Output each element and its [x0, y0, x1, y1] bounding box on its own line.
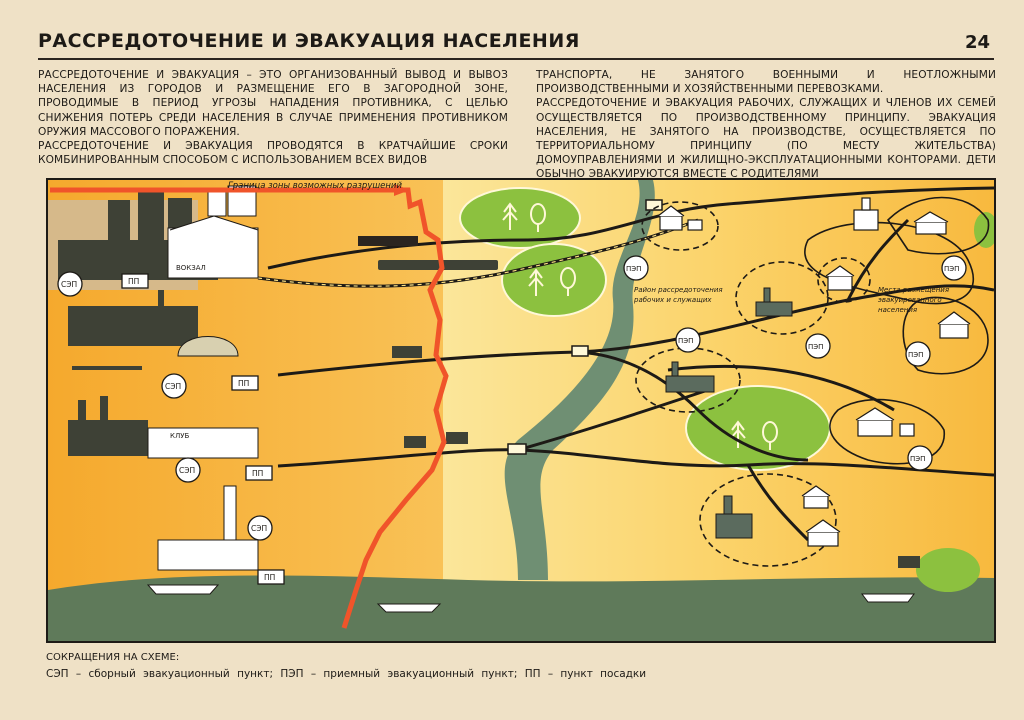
forest [501, 243, 607, 317]
paragraph: Рассредоточение и эвакуация – это органи… [38, 69, 508, 138]
city-cluster: ВОКЗАЛ КЛУБ [48, 185, 259, 571]
paragraph: Рассредоточение и эвакуация проводятся в… [38, 140, 508, 167]
forest [685, 385, 831, 471]
train-icon [378, 260, 498, 270]
sep-marker: СЭП [247, 515, 273, 541]
evac-places-label: эвакуированного [878, 296, 942, 304]
pp-marker: ПП [121, 273, 149, 289]
dispersal-area-label: Район рассредоточения [634, 286, 723, 294]
station-building-icon [853, 197, 879, 231]
sep-marker: СЭП [57, 271, 83, 297]
svg-text:ПЭП: ПЭП [678, 337, 693, 345]
svg-text:ПП: ПП [238, 379, 249, 388]
legend-title: Сокращения на схеме: [46, 652, 180, 663]
paragraph: Рассредоточение и эвакуация рабочих, слу… [536, 97, 996, 181]
walking-people-icon [358, 236, 418, 246]
house-icon [657, 205, 971, 547]
club-sign: КЛУБ [170, 432, 189, 440]
svg-text:ПЭП: ПЭП [808, 343, 823, 351]
body-text-right: транспорта, не занятого военными и неотл… [536, 68, 996, 182]
svg-text:ПЭП: ПЭП [910, 455, 925, 463]
svg-text:СЭП: СЭП [251, 524, 267, 533]
truck-icon [404, 432, 920, 568]
title-rule [38, 58, 994, 60]
sep-marker: СЭП [161, 373, 187, 399]
pep-marker: ПЭП [905, 341, 931, 367]
svg-text:ПП: ПП [252, 469, 263, 478]
forest [459, 187, 581, 249]
pep-marker: ПЭП [907, 445, 933, 471]
svg-text:ПП: ПП [128, 277, 139, 286]
pep-marker: ПЭП [623, 255, 649, 281]
station-sign: ВОКЗАЛ [176, 264, 206, 272]
svg-text:СЭП: СЭП [61, 280, 77, 289]
zone-border-line [50, 187, 449, 629]
bus-icon [392, 346, 422, 358]
dispersal-area-label: рабочих и служащих [633, 296, 712, 304]
factory-icon [665, 287, 793, 539]
diagram-svg: ВОКЗАЛ КЛУБ Граница зоны возможных разру… [48, 180, 994, 641]
tree-icon [502, 202, 778, 450]
pp-marker: ПП [231, 375, 259, 391]
svg-text:ПП: ПП [264, 573, 275, 582]
svg-text:ПЭП: ПЭП [626, 265, 641, 273]
forest [974, 212, 994, 248]
svg-text:СЭП: СЭП [179, 466, 195, 475]
forest [916, 548, 980, 592]
sep-marker: СЭП [175, 457, 201, 483]
ship-icon [146, 584, 915, 613]
svg-text:ПЭП: ПЭП [908, 351, 923, 359]
legend-text: СЭП – сборный эвакуационный пункт; ПЭП –… [46, 668, 647, 680]
evac-places-label: населения [878, 306, 917, 314]
bridge-icon [507, 199, 663, 455]
pep-marker: ПЭП [941, 255, 967, 281]
arrow-icon [394, 184, 410, 196]
pep-marker: ПЭП [805, 333, 831, 359]
pep-marker: ПЭП [675, 327, 701, 353]
paragraph: транспорта, не занятого военными и неотл… [536, 69, 996, 96]
pp-marker: ПП [245, 465, 273, 481]
page-number: 24 [964, 32, 990, 53]
page-title: РАССРЕДОТОЧЕНИЕ И ЭВАКУАЦИЯ НАСЕЛЕНИЯ [38, 30, 580, 52]
river [504, 180, 655, 580]
svg-text:СЭП: СЭП [165, 382, 181, 391]
sea [48, 575, 994, 641]
zone-border-label: Граница зоны возможных разрушений [228, 181, 402, 191]
evacuation-diagram: ВОКЗАЛ КЛУБ Граница зоны возможных разру… [46, 178, 996, 643]
evac-places-label: Места размещения [878, 286, 949, 294]
svg-text:ПЭП: ПЭП [944, 265, 959, 273]
body-text-left: Рассредоточение и эвакуация – это органи… [38, 68, 508, 167]
pp-marker: ПП [257, 569, 285, 585]
